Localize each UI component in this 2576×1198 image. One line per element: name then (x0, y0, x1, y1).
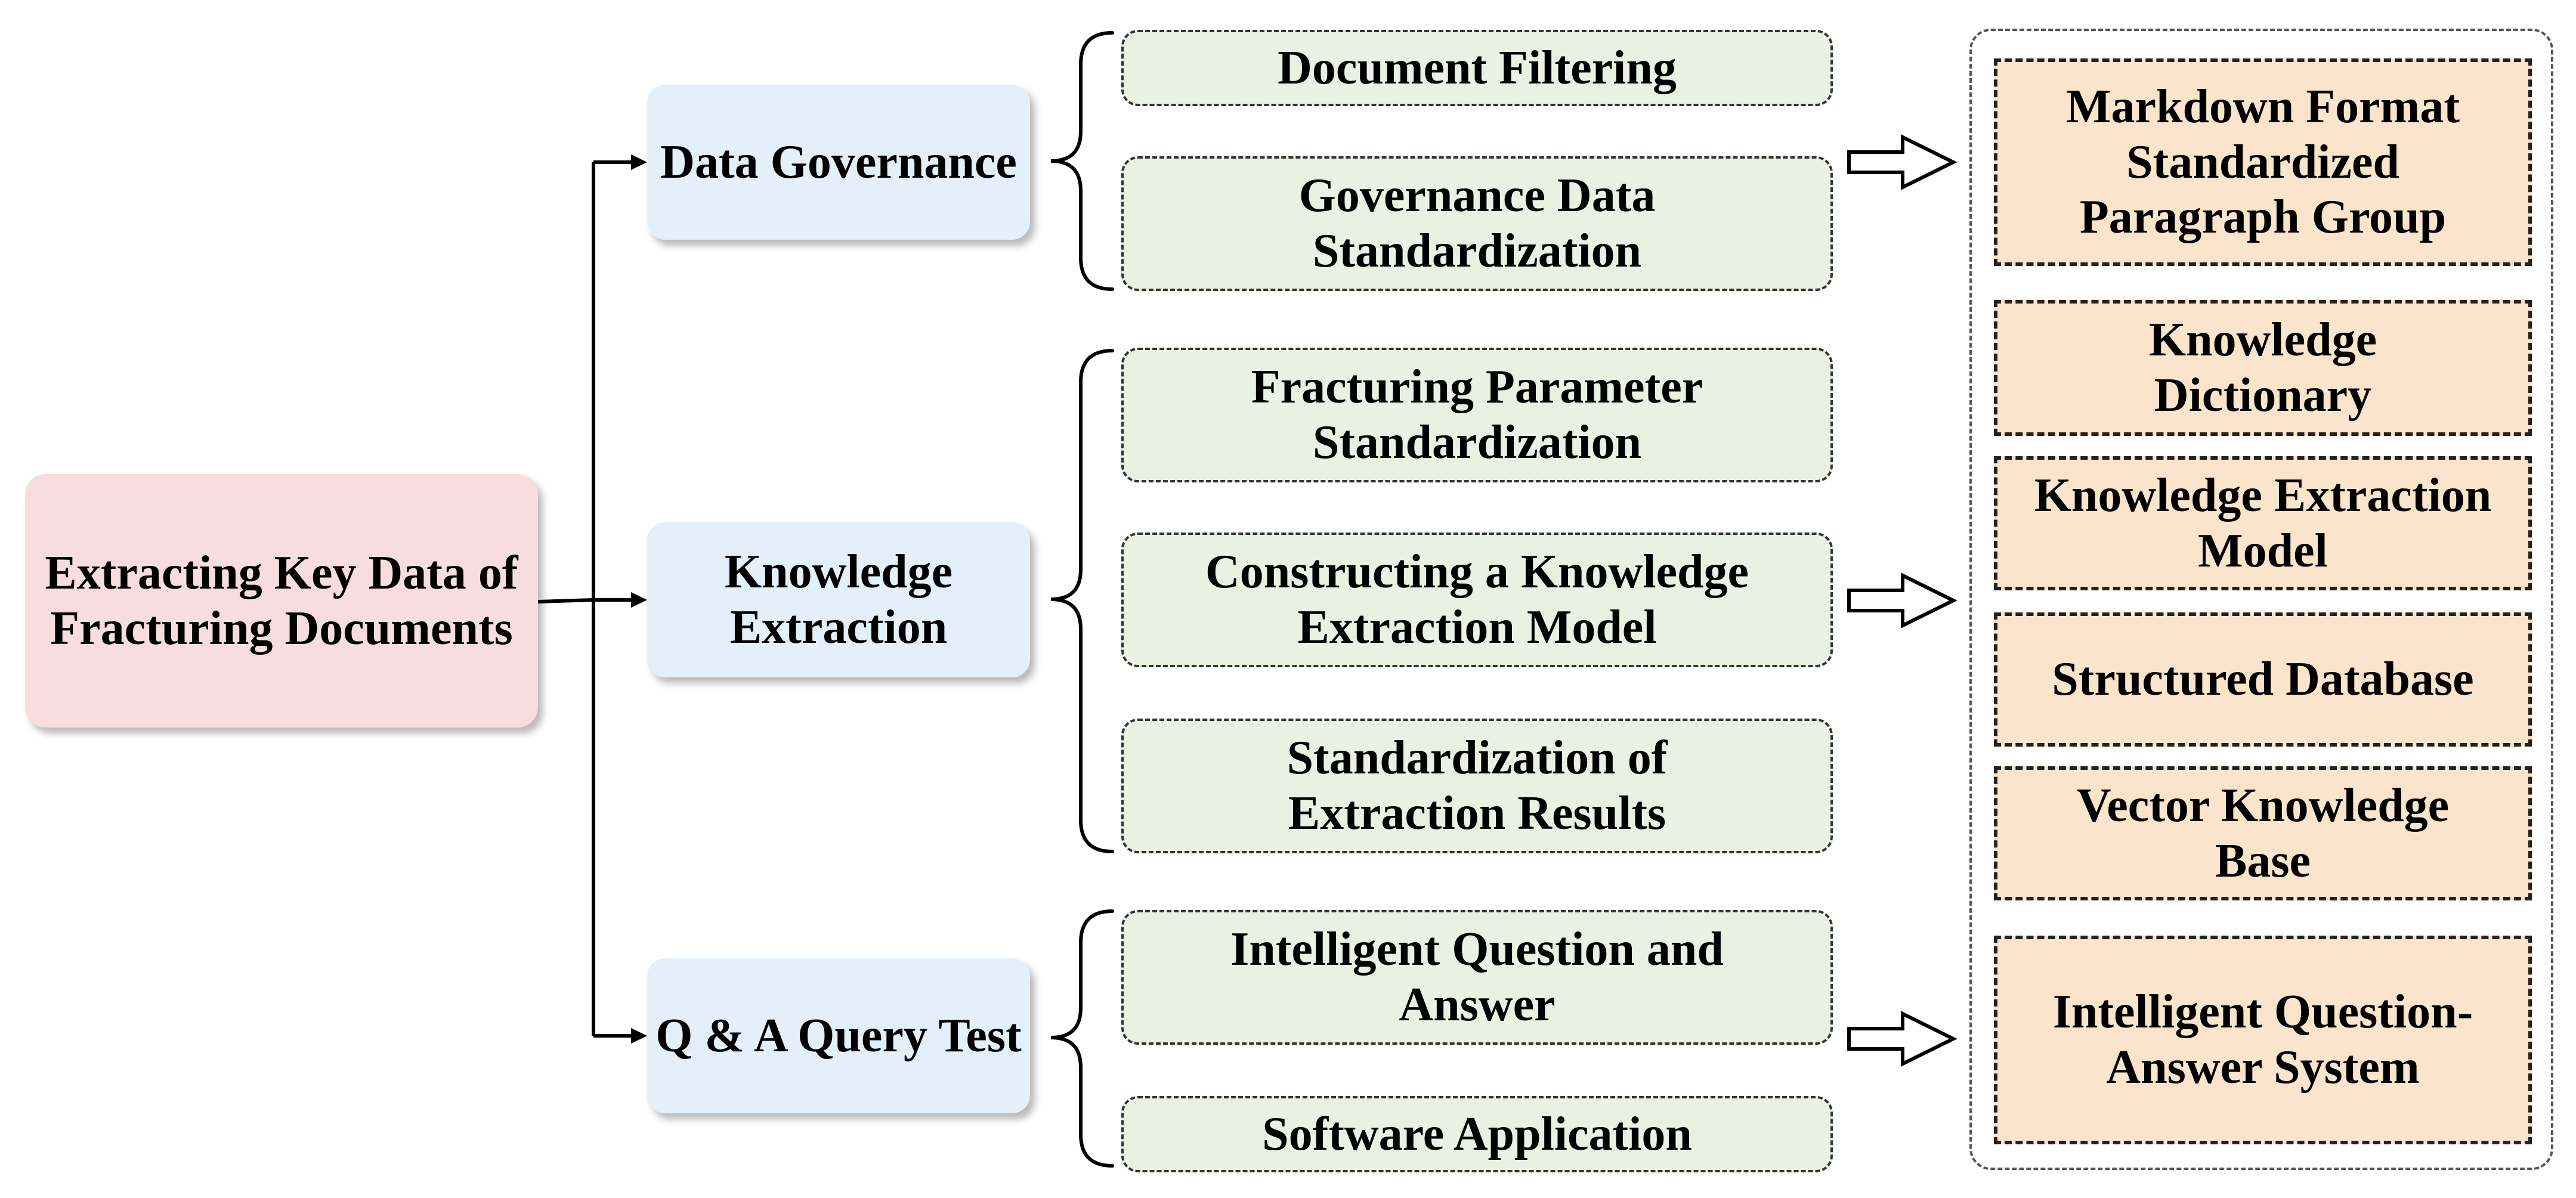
step-label: Standardization of Extraction Results (1287, 732, 1668, 840)
step-label: Governance Data Standardization (1298, 169, 1656, 277)
category-knowledge-extraction: Knowledge Extraction (647, 522, 1030, 677)
step-governance-data-standardization: Governance Data Standardization (1121, 156, 1833, 291)
brace-extraction (1050, 349, 1114, 853)
arrow-head-qa (631, 1028, 647, 1044)
step-label: Fracturing Parameter Standardization (1251, 361, 1703, 469)
result-knowledge-extraction-model: Knowledge Extraction Model (1994, 456, 2532, 590)
step-fracturing-parameter-standardization: Fracturing Parameter Standardization (1121, 348, 1833, 482)
block-arrow-governance (1847, 134, 1957, 190)
result-label: Structured Database (2052, 653, 2474, 706)
result-vector-knowledge-base: Vector Knowledge Base (1994, 766, 2532, 900)
brace-qa (1050, 909, 1114, 1168)
category-data-governance: Data Governance (647, 85, 1030, 240)
result-knowledge-dictionary: Knowledge Dictionary (1994, 300, 2532, 436)
category-qa-query-test: Q & A Query Test (647, 958, 1030, 1113)
arrow-head-governance (631, 154, 647, 170)
result-label: Intelligent Question-Answer System (2052, 986, 2473, 1094)
result-structured-database: Structured Database (1994, 612, 2532, 747)
results-container (1969, 29, 2553, 1170)
step-label: Constructing a Knowledge Extraction Mode… (1205, 546, 1749, 654)
arrow-head-extraction (631, 592, 647, 608)
result-label: Knowledge Dictionary (2148, 314, 2377, 422)
result-label: Knowledge Extraction Model (2034, 469, 2492, 577)
result-markdown-paragraph-group: Markdown Format Standardized Paragraph G… (1994, 58, 2532, 266)
result-label: Vector Knowledge Base (2076, 779, 2450, 887)
category-label: Q & A Query Test (655, 1009, 1022, 1062)
step-document-filtering: Document Filtering (1121, 30, 1833, 106)
brace-governance (1050, 31, 1114, 291)
step-standardization-of-extraction-results: Standardization of Extraction Results (1121, 719, 1833, 853)
step-label: Software Application (1262, 1107, 1692, 1160)
step-label: Intelligent Question and Answer (1230, 923, 1724, 1031)
root-label: Extracting Key Data of Fracturing Docume… (45, 546, 518, 655)
block-arrow-qa (1847, 1011, 1957, 1067)
category-label: Data Governance (660, 135, 1017, 188)
root-connector (537, 598, 594, 603)
block-arrow-extraction (1847, 572, 1957, 629)
result-intelligent-qa-system: Intelligent Question-Answer System (1994, 936, 2532, 1144)
step-software-application: Software Application (1121, 1096, 1833, 1172)
category-label: Knowledge Extraction (724, 546, 953, 654)
step-intelligent-question-and-answer: Intelligent Question and Answer (1121, 910, 1833, 1045)
step-constructing-knowledge-extraction-model: Constructing a Knowledge Extraction Mode… (1121, 533, 1833, 667)
result-label: Markdown Format Standardized Paragraph G… (2066, 80, 2460, 244)
step-label: Document Filtering (1278, 41, 1677, 94)
root-node: Extracting Key Data of Fracturing Docume… (25, 474, 538, 728)
